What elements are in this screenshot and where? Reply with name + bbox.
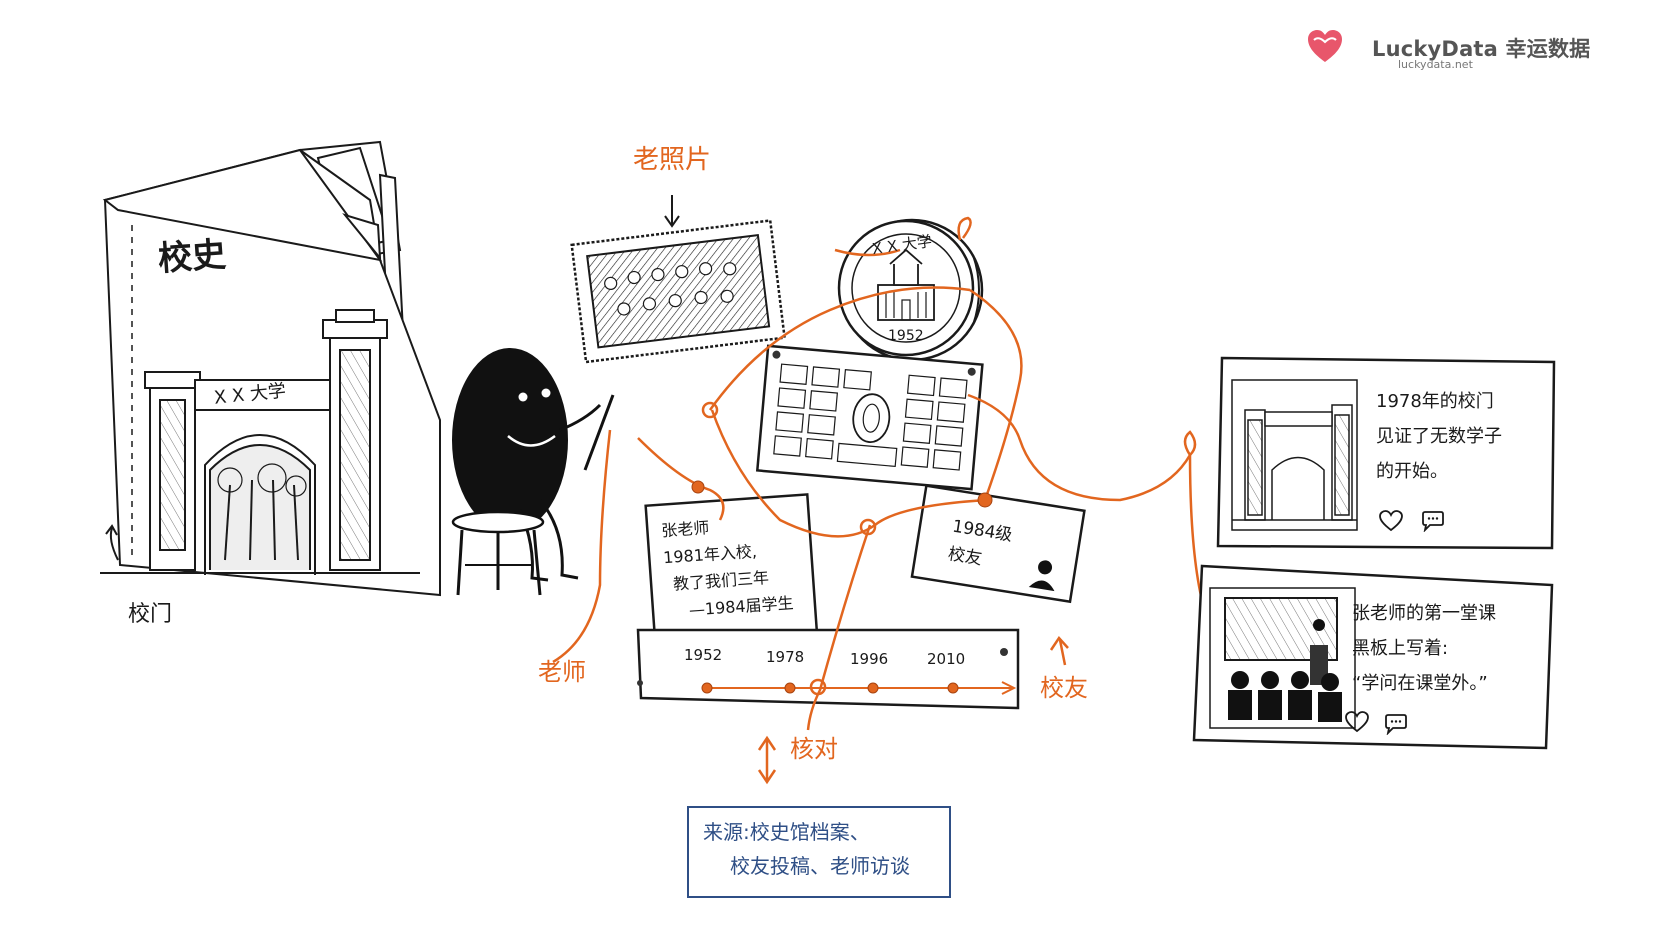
source-line-2: 校友投稿、老师访谈 <box>730 854 910 878</box>
teacher-note-text: 张老师 1981年入校, 教了我们三年 —1984届学生 <box>660 507 817 625</box>
timeline-year: 2010 <box>927 650 966 668</box>
gate-caption: 校门 <box>128 602 173 627</box>
timeline-strip <box>636 628 1020 710</box>
heart-icon[interactable] <box>1344 711 1370 733</box>
post-text-line: 见证了无数学子 <box>1376 426 1502 447</box>
campus-map-card <box>755 344 984 491</box>
school-gate-drawing <box>100 309 420 575</box>
character-drawing <box>451 348 615 596</box>
post-text-line: 1978年的校门 <box>1376 391 1494 412</box>
old-photo-frame <box>570 219 786 364</box>
verify-label: 核对 <box>790 735 838 763</box>
teacher-label: 老师 <box>538 658 586 686</box>
old-photo-label: 老照片 <box>633 145 712 175</box>
timeline-year: 1996 <box>850 650 889 668</box>
alumni-card-text: 1984级 校友 <box>946 513 1014 578</box>
alumni-label: 校友 <box>1040 674 1088 702</box>
brand-url[interactable]: luckydata.net <box>1398 58 1473 71</box>
heart-icon[interactable] <box>1378 510 1404 532</box>
folder-title: 校史 <box>156 234 228 280</box>
post-card-1-frame <box>1216 356 1556 550</box>
alumni-card <box>910 484 1086 604</box>
verify-arrow <box>757 735 777 785</box>
post-text-line: 的开始。 <box>1376 461 1448 482</box>
post-card-1[interactable]: 1978年的校门 见证了无数学子 的开始。 <box>1376 384 1502 489</box>
source-line-1: 来源:校史馆档案、 <box>703 820 870 844</box>
source-box <box>687 806 951 898</box>
brand-name[interactable]: LuckyData 幸运数据 <box>1372 37 1591 61</box>
timeline-year: 1952 <box>684 646 723 664</box>
comment-icon[interactable] <box>1420 510 1446 532</box>
comment-icon[interactable] <box>1383 713 1409 735</box>
post-text-line: 黑板上写着: <box>1352 638 1449 659</box>
post-text-line: 张老师的第一堂课 <box>1352 603 1496 624</box>
post-card-2[interactable]: 张老师的第一堂课 黑板上写着: “学问在课堂外。” <box>1352 596 1496 701</box>
post-card-2-frame <box>1192 564 1554 750</box>
emblem-year: 1952 <box>888 328 924 344</box>
post-text-line: “学问在课堂外。” <box>1352 673 1488 694</box>
timeline-year: 1978 <box>766 648 805 666</box>
brand-logo-icon <box>1308 30 1342 62</box>
